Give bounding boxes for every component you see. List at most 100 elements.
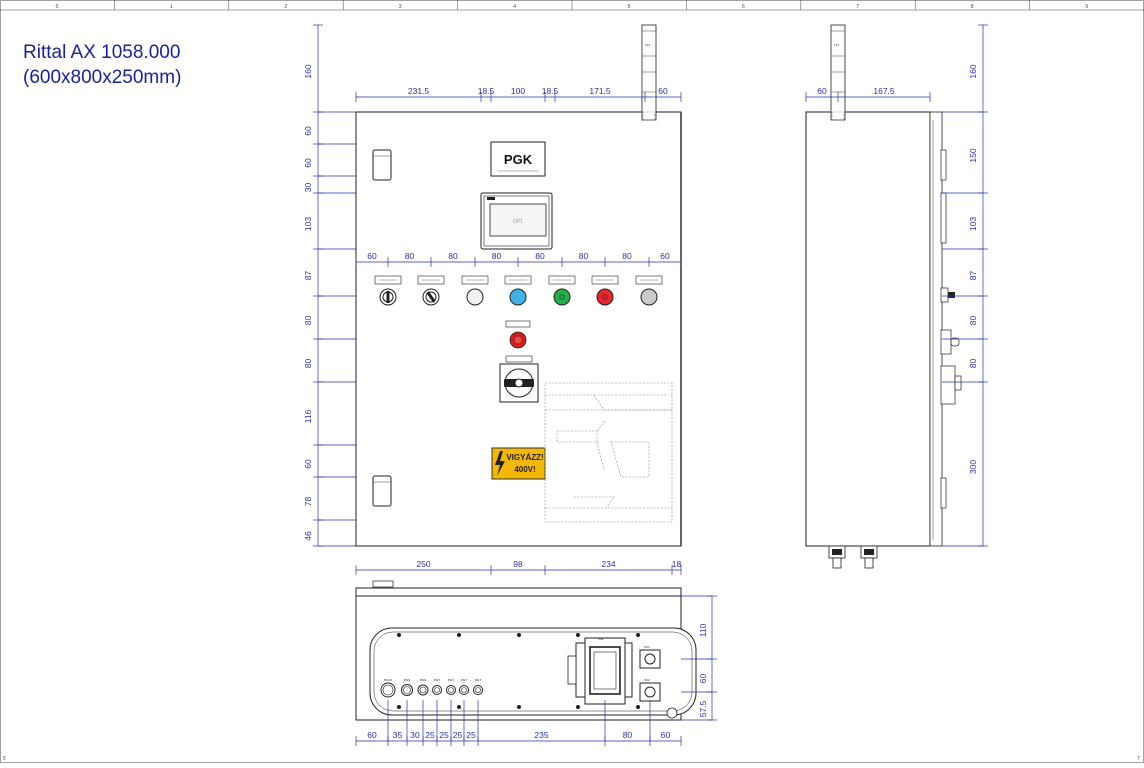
- bottom-dim-7: 235: [534, 730, 548, 740]
- front-left-dim-1: 60: [303, 126, 313, 136]
- grid-column-9: 9: [1085, 4, 1088, 10]
- signal-beacon-front: LT1: [641, 24, 657, 121]
- cable-gland-4: PG7: [446, 678, 456, 695]
- cable-gland-2: PG9: [417, 678, 429, 696]
- side-right-dim-2: 103: [968, 217, 978, 231]
- cable-gland-5: PG7: [459, 678, 469, 695]
- main-switch: [499, 355, 539, 403]
- front-top-dim-4: 171.5: [589, 86, 611, 96]
- gland-label-1: PG9: [404, 678, 410, 682]
- front-row-dim-4: 80: [535, 251, 545, 261]
- logo-plate: PGK: [490, 141, 546, 177]
- front-row-dim-5: 80: [579, 251, 589, 261]
- front-bottom-dim-0: 250: [416, 559, 430, 569]
- side-beacon-label: LT1: [834, 43, 839, 47]
- mounting-hole-2: [517, 633, 521, 637]
- front-left-dim-7: 80: [303, 359, 313, 369]
- side-top-dim-1: 167.5: [873, 86, 895, 96]
- mounting-hole-9: [636, 705, 640, 709]
- front-top-dim-5: 60: [658, 86, 668, 96]
- bottom-right-dim-2: 57.5: [698, 700, 708, 717]
- bottom-dim-2: 30: [410, 730, 420, 740]
- corner-marker-right: 7: [1137, 756, 1140, 762]
- side-right-dim-1: 150: [968, 148, 978, 162]
- bottom-right-dim-1: 60: [698, 674, 708, 684]
- gland-label-6: PG7: [475, 678, 481, 682]
- front-bottom-dim-2: 234: [601, 559, 615, 569]
- front-row-dim-1: 80: [405, 251, 415, 261]
- bottom-dim-8: 80: [623, 730, 633, 740]
- connector-xs1: XS1: [567, 637, 633, 705]
- front-view: LT1 PGK OP1: [303, 24, 682, 575]
- grid-column-6: 6: [742, 4, 745, 10]
- front-row-dim-2: 80: [448, 251, 458, 261]
- side-right-dimensions: 160 150 103 87 80 80 300: [942, 24, 988, 547]
- pilot-device-5: [548, 275, 576, 306]
- front-left-dim-4: 103: [303, 217, 313, 231]
- connector-xc1: XC1: [639, 645, 661, 669]
- lock-bottom: [372, 475, 392, 507]
- bottom-right-dimensions: 110 60 57.5: [681, 595, 717, 721]
- front-left-dim-0: 160: [303, 64, 313, 78]
- front-row-dimensions: 60 80 80 80 80 80 80 60: [355, 251, 682, 267]
- grid-column-2: 2: [284, 4, 287, 10]
- mounting-hole-5: [517, 705, 521, 709]
- logo-text: PGK: [504, 152, 533, 167]
- grid-column-5: 5: [628, 4, 631, 10]
- front-top-dim-3: 18.5: [542, 86, 559, 96]
- front-left-dim-10: 78: [303, 497, 313, 507]
- bottom-dim-4: 25: [439, 730, 449, 740]
- grid-column-4: 4: [513, 4, 516, 10]
- front-row-dim-7: 60: [660, 251, 670, 261]
- front-bottom-dim-3: 18: [672, 559, 682, 569]
- bottom-dim-9: 60: [661, 730, 671, 740]
- mounting-hole-3: [397, 705, 401, 709]
- bottom-dim-0: 60: [367, 730, 377, 740]
- side-right-dim-0: 160: [968, 64, 978, 78]
- grid-column-7: 7: [856, 4, 859, 10]
- warning-line-1: VIGYÁZZ!: [506, 453, 543, 462]
- pilot-device-6: [591, 275, 619, 306]
- side-right-dim-4: 80: [968, 316, 978, 326]
- gland-label-3: PG7: [434, 678, 440, 682]
- side-right-dim-3: 87: [968, 271, 978, 281]
- side-right-dim-6: 300: [968, 460, 978, 474]
- front-row-dim-6: 80: [622, 251, 632, 261]
- pilot-device-2: [417, 275, 445, 306]
- cable-gland-6: PG7: [473, 678, 483, 695]
- front-bottom-dimensions: 250 98 234 18: [355, 559, 682, 575]
- front-left-dim-3: 30: [303, 183, 313, 193]
- connector-label-xs1: XS1: [598, 637, 604, 641]
- front-bottom-dim-1: 98: [513, 559, 523, 569]
- bottom-right-dim-0: 110: [698, 623, 708, 637]
- mounting-hole-8: [576, 705, 580, 709]
- mounting-hole-6: [576, 633, 580, 637]
- signal-beacon-side: LT1: [830, 24, 846, 121]
- gland-label-4: PG7: [448, 678, 454, 682]
- front-row-dim-0: 60: [367, 251, 377, 261]
- grid-column-8: 8: [971, 4, 974, 10]
- front-left-dim-9: 60: [303, 459, 313, 469]
- mounting-holes: [397, 633, 640, 709]
- front-left-dim-6: 80: [303, 316, 313, 326]
- side-top-dim-0: 60: [817, 86, 827, 96]
- pilot-device-1: [374, 275, 402, 306]
- front-row-dim-3: 80: [492, 251, 502, 261]
- front-top-dim-2: 100: [511, 86, 525, 96]
- side-view: LT1 60 167.5 160 150 103 87 80 80 300: [805, 24, 988, 569]
- front-left-dim-5: 87: [303, 271, 313, 281]
- side-right-dim-5: 80: [968, 359, 978, 369]
- drawing-title: Rittal AX 1058.000: [23, 42, 181, 63]
- connector-label-xc2: XC2: [644, 678, 650, 682]
- cable-gland-3: PG7: [432, 678, 442, 695]
- bottom-dim-6: 25: [466, 730, 476, 740]
- gland-label-5: PG7: [461, 678, 467, 682]
- warning-sign: VIGYÁZZ! 400V!: [491, 447, 546, 480]
- enclosure-front: [355, 111, 682, 547]
